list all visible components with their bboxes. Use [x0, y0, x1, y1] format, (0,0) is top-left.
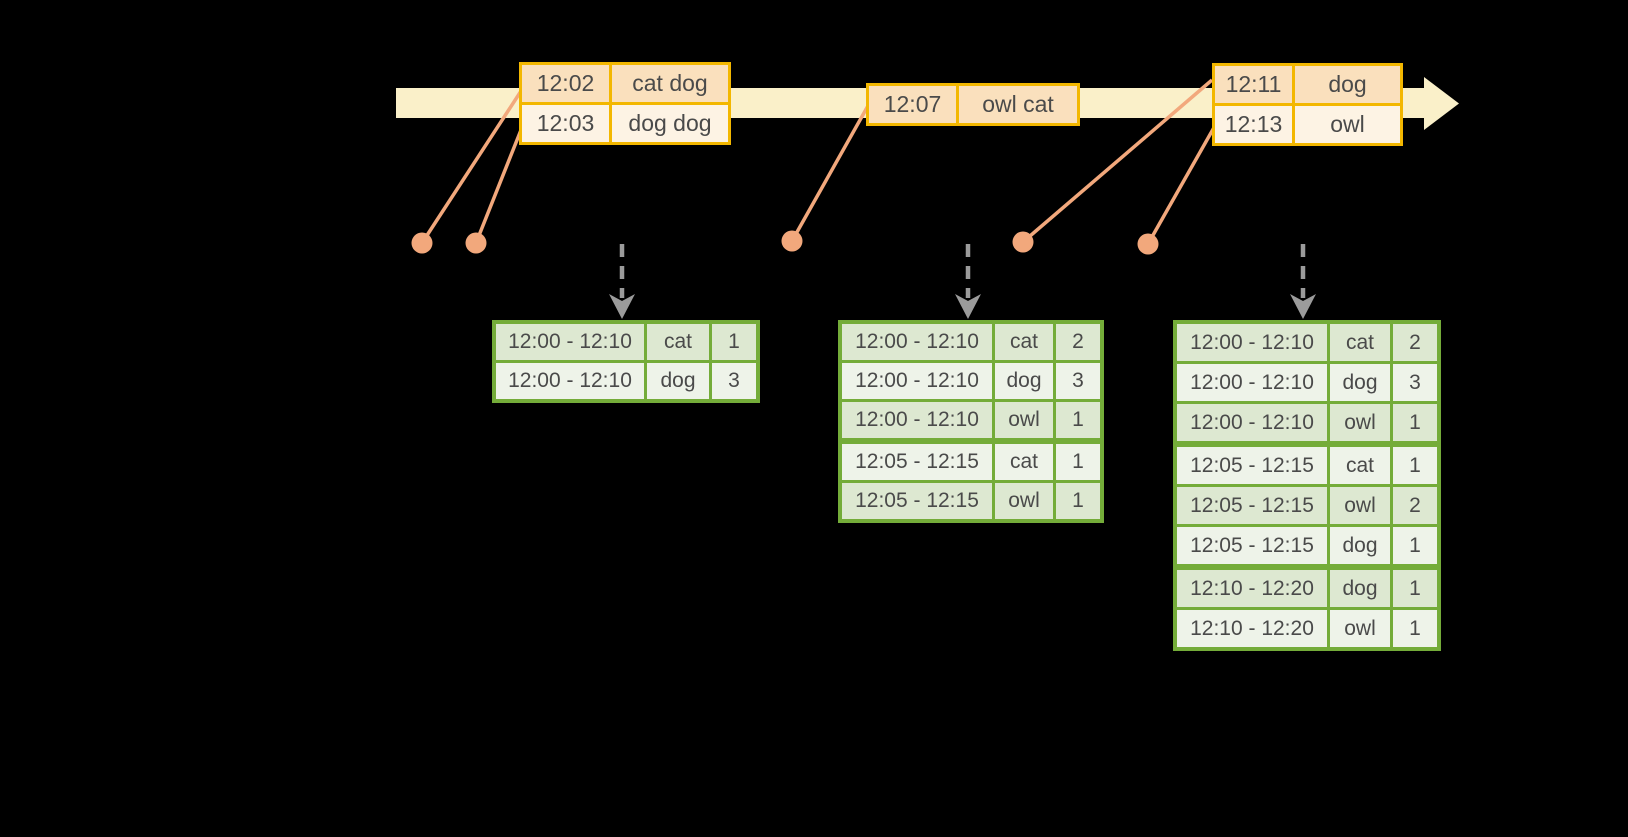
event-words: cat dog — [609, 62, 731, 105]
event-time: 12:11 — [1212, 63, 1295, 106]
event-words: dog — [1292, 63, 1403, 106]
result-row: 12:00 - 12:10 dog 3 — [1173, 361, 1441, 404]
event-time: 12:03 — [519, 102, 612, 145]
word-cell: owl — [1327, 607, 1393, 651]
result-row: 12:00 - 12:10 owl 1 — [1173, 401, 1441, 446]
result-row: 12:05 - 12:15 owl 2 — [1173, 484, 1441, 527]
event-connector-line — [1021, 78, 1214, 244]
window-cell: 12:00 - 12:10 — [838, 399, 995, 443]
event-time: 12:13 — [1212, 103, 1295, 146]
event-row: 12:03 dog dog — [519, 102, 731, 145]
word-cell: cat — [992, 320, 1056, 363]
count-cell: 1 — [1390, 607, 1441, 651]
event-connector-line — [420, 87, 525, 244]
result-row: 12:10 - 12:20 dog 1 — [1173, 564, 1441, 610]
result-row: 12:00 - 12:10 owl 1 — [838, 399, 1104, 443]
count-cell: 1 — [1390, 441, 1441, 487]
result-table-1: 12:00 - 12:10 cat 1 12:00 - 12:10 dog 3 — [492, 320, 760, 403]
result-row: 12:05 - 12:15 owl 1 — [838, 480, 1104, 523]
event-dot — [1012, 231, 1034, 253]
window-cell: 12:10 - 12:20 — [1173, 607, 1330, 651]
event-batch-table-3: 12:11 dog 12:13 owl — [1212, 63, 1403, 146]
event-batch-table-2: 12:07 owl cat — [866, 83, 1080, 126]
event-connector-line — [1146, 123, 1218, 245]
trigger-arrowhead-icon — [955, 294, 981, 319]
word-cell: owl — [992, 480, 1056, 523]
event-dot — [411, 232, 433, 254]
count-cell: 1 — [1053, 399, 1104, 443]
count-cell: 2 — [1390, 484, 1441, 527]
word-cell: cat — [1327, 441, 1393, 487]
word-cell: owl — [1327, 484, 1393, 527]
word-cell: owl — [992, 399, 1056, 443]
window-cell: 12:05 - 12:15 — [838, 480, 995, 523]
count-cell: 2 — [1053, 320, 1104, 363]
word-cell: cat — [1327, 320, 1393, 364]
event-time: 12:02 — [519, 62, 612, 105]
event-words: dog dog — [609, 102, 731, 145]
word-cell: cat — [644, 320, 712, 363]
count-cell: 1 — [1390, 564, 1441, 610]
count-cell: 1 — [709, 320, 760, 363]
count-cell: 1 — [1390, 524, 1441, 569]
count-cell: 3 — [1390, 361, 1441, 404]
result-row: 12:10 - 12:20 owl 1 — [1173, 607, 1441, 651]
event-row: 12:07 owl cat — [866, 83, 1080, 126]
word-cell: dog — [1327, 361, 1393, 404]
count-cell: 3 — [1053, 360, 1104, 402]
count-cell: 1 — [1390, 401, 1441, 446]
count-cell: 2 — [1390, 320, 1441, 364]
word-cell: cat — [992, 438, 1056, 483]
result-row: 12:05 - 12:15 cat 1 — [838, 438, 1104, 483]
event-dot — [781, 230, 803, 252]
trigger-arrowhead-icon — [609, 294, 635, 319]
window-cell: 12:00 - 12:10 — [492, 360, 647, 403]
window-cell: 12:05 - 12:15 — [1173, 524, 1330, 569]
count-cell: 3 — [709, 360, 760, 403]
result-row: 12:00 - 12:10 cat 2 — [838, 320, 1104, 363]
event-words: owl — [1292, 103, 1403, 146]
event-connector-line — [790, 103, 871, 242]
window-cell: 12:05 - 12:15 — [1173, 441, 1330, 487]
result-row: 12:05 - 12:15 cat 1 — [1173, 441, 1441, 487]
word-cell: owl — [1327, 401, 1393, 446]
count-cell: 1 — [1053, 480, 1104, 523]
window-cell: 12:00 - 12:10 — [492, 320, 647, 363]
result-row: 12:00 - 12:10 cat 1 — [492, 320, 760, 363]
event-time: 12:07 — [866, 83, 959, 126]
result-row: 12:00 - 12:10 dog 3 — [838, 360, 1104, 402]
window-cell: 12:00 - 12:10 — [838, 320, 995, 363]
result-row: 12:00 - 12:10 cat 2 — [1173, 320, 1441, 364]
word-cell: dog — [644, 360, 712, 403]
event-row: 12:13 owl — [1212, 103, 1403, 146]
event-row: 12:02 cat dog — [519, 62, 731, 105]
word-cell: dog — [1327, 564, 1393, 610]
window-cell: 12:05 - 12:15 — [1173, 484, 1330, 527]
event-dot — [1137, 233, 1159, 255]
window-cell: 12:00 - 12:10 — [1173, 361, 1330, 404]
window-cell: 12:05 - 12:15 — [838, 438, 995, 483]
trigger-arrowhead-icon — [1290, 294, 1316, 319]
timeline-arrowhead-icon — [1424, 77, 1459, 130]
window-cell: 12:00 - 12:10 — [1173, 401, 1330, 446]
window-cell: 12:00 - 12:10 — [1173, 320, 1330, 364]
result-row: 12:00 - 12:10 dog 3 — [492, 360, 760, 403]
event-words: owl cat — [956, 83, 1080, 126]
event-row: 12:11 dog — [1212, 63, 1403, 106]
word-cell: dog — [992, 360, 1056, 402]
event-dot — [465, 232, 487, 254]
result-row: 12:05 - 12:15 dog 1 — [1173, 524, 1441, 569]
count-cell: 1 — [1053, 438, 1104, 483]
word-cell: dog — [1327, 524, 1393, 569]
window-cell: 12:00 - 12:10 — [838, 360, 995, 402]
event-connector-line — [474, 129, 523, 244]
result-table-3: 12:00 - 12:10 cat 2 12:00 - 12:10 dog 3 … — [1173, 320, 1441, 651]
event-batch-table-1: 12:02 cat dog 12:03 dog dog — [519, 62, 731, 145]
window-cell: 12:10 - 12:20 — [1173, 564, 1330, 610]
result-table-2: 12:00 - 12:10 cat 2 12:00 - 12:10 dog 3 … — [838, 320, 1104, 523]
